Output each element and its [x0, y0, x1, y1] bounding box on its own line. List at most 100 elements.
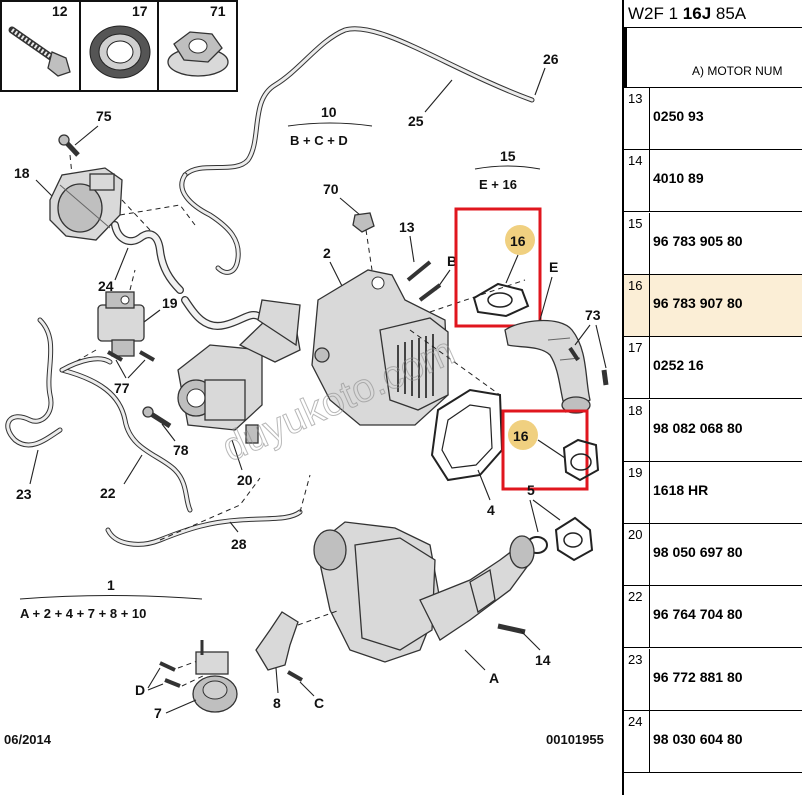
hose-24: [111, 221, 266, 330]
callout-16-upper: 16: [510, 233, 526, 249]
duct-E: [504, 319, 591, 414]
leader-25: [424, 79, 453, 113]
row-number: 17: [624, 337, 650, 399]
part-reference: 1618 HR: [653, 481, 709, 498]
callout-78: 78: [173, 442, 189, 458]
clamp-16-lower: [562, 438, 600, 482]
callout-5: 5: [527, 482, 535, 498]
callout-23: 23: [16, 486, 32, 502]
callout-7: 7: [154, 705, 162, 721]
table-title: W2F 1 16J 85A: [624, 0, 802, 28]
callout-A: A: [489, 670, 499, 686]
callout-D: D: [135, 682, 145, 698]
row-number: 19: [624, 461, 650, 523]
pipe-23: [5, 317, 63, 448]
group-15: 15 E + 16: [474, 148, 541, 192]
callout-B: B: [447, 253, 457, 269]
part-reference: 98 082 068 80: [653, 419, 743, 436]
callout-25: 25: [408, 113, 424, 129]
row-number: 20: [624, 524, 650, 586]
group-15-formula: E + 16: [479, 177, 517, 192]
row-number: 16: [624, 274, 650, 336]
group-1-formula: A + 2 + 4 + 7 + 8 + 10: [20, 606, 146, 621]
flange-nut-icon: [167, 31, 229, 77]
exploded-parts-diagram: 12 17 71 26 25 10 B +: [0, 0, 609, 747]
part-reference: 96 783 907 80: [653, 294, 743, 311]
footer-date: 06/2014: [4, 732, 52, 747]
callout-2: 2: [323, 245, 331, 261]
part-reference: 98 050 697 80: [653, 544, 743, 561]
callout-28: 28: [231, 536, 247, 552]
seal-ring-icon: [89, 25, 151, 79]
screw-78: [142, 406, 172, 429]
part-reference: 96 764 704 80: [653, 606, 743, 623]
footer-code: 00101955: [546, 732, 604, 747]
callout-18: 18: [14, 165, 30, 181]
table-subheader: A) MOTOR NUM: [624, 28, 802, 88]
row-number: 15: [624, 212, 650, 274]
callout-77: 77: [114, 380, 130, 396]
part-reference: 0252 16: [653, 357, 704, 374]
part-reference: 96 772 881 80: [653, 668, 743, 685]
group-1: 1 A + 2 + 4 + 7 + 8 + 10: [19, 577, 203, 621]
part-reference: 4010 89: [653, 170, 704, 187]
clamp-16-upper: [472, 282, 530, 318]
bolt-icon: [8, 26, 71, 77]
row-number: 24: [624, 711, 650, 772]
callout-8: 8: [273, 695, 281, 711]
bracket-8: [255, 611, 299, 671]
group-15-number: 15: [500, 148, 516, 164]
box-label-71: 71: [210, 3, 226, 19]
egr-valve-20: [177, 299, 301, 444]
callout-22: 22: [100, 485, 116, 501]
harness-28: [105, 509, 303, 547]
row-number: 18: [624, 399, 650, 461]
solenoid-19: [97, 291, 145, 357]
group-1-number: 1: [107, 577, 115, 593]
group-10: 10 B + C + D: [287, 104, 373, 148]
screw-75: [58, 134, 80, 157]
box-label-17: 17: [132, 3, 148, 19]
actuator-7: [192, 640, 238, 713]
leader-26: [534, 67, 546, 96]
fastener-boxes: 12 17 71: [0, 0, 238, 92]
row-number: 13: [624, 88, 650, 149]
callout-13: 13: [399, 219, 415, 235]
callout-75: 75: [96, 108, 112, 124]
screws-77: [107, 350, 155, 362]
group-10-number: 10: [321, 104, 337, 120]
row-number: 22: [624, 586, 650, 648]
row-number: 23: [624, 648, 650, 710]
callout-19: 19: [162, 295, 178, 311]
screw-70: [352, 212, 375, 233]
highlight-box-lower: 16: [501, 409, 600, 491]
box-label-12: 12: [52, 3, 68, 19]
screws-D: [159, 661, 181, 688]
callout-24: 24: [98, 278, 114, 294]
group-10-formula: B + C + D: [290, 133, 348, 148]
egr-module-A: [313, 521, 535, 663]
callout-73: 73: [585, 307, 601, 323]
part-reference: 96 783 905 80: [653, 232, 743, 249]
callout-70: 70: [323, 181, 339, 197]
callout-C: C: [314, 695, 324, 711]
highlight-box-upper: 16: [454, 207, 542, 328]
callout-E: E: [549, 259, 558, 275]
pipe-25: [179, 26, 535, 275]
pipe-22: [59, 356, 193, 513]
row-number: 14: [624, 150, 650, 212]
callout-4: 4: [487, 502, 495, 518]
part-reference: 98 030 604 80: [653, 731, 743, 747]
